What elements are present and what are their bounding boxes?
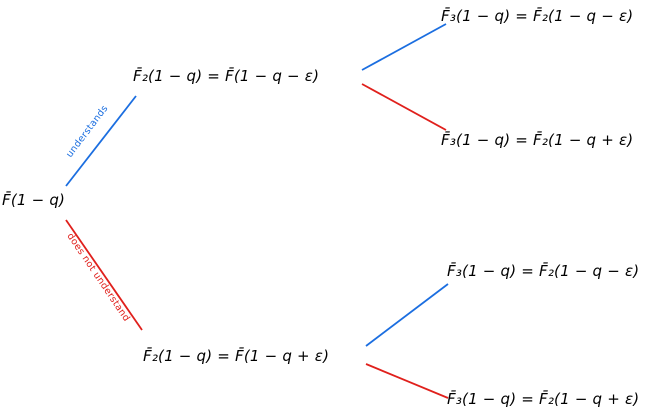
edge-upper-to-upper-down [361, 83, 447, 131]
node-level3-upper-up-formula: F̄₃(1 − q) = F̄₂(1 − q − ε) [441, 7, 634, 25]
node-level3-lower-up-formula: F̄₃(1 − q) = F̄₂(1 − q − ε) [447, 262, 640, 280]
node-level2-upper-formula: F̄₂(1 − q) = F̄(1 − q − ε) [133, 67, 320, 85]
edge-root-to-lower [65, 219, 143, 331]
edge-lower-to-lower-down [365, 363, 449, 399]
node-level3-upper-down-formula: F̄₃(1 − q) = F̄₂(1 − q + ε) [441, 131, 634, 149]
node-level3-lower-down-formula: F̄₃(1 − q) = F̄₂(1 − q + ε) [447, 390, 640, 408]
node-root-formula: F̄(1 − q) [2, 191, 66, 209]
edge-root-to-upper [65, 95, 137, 187]
edge-lower-to-lower-up [365, 283, 449, 347]
edge-upper-to-upper-up [361, 23, 447, 71]
node-level2-lower-formula: F̄₂(1 − q) = F̄(1 − q + ε) [143, 347, 330, 365]
